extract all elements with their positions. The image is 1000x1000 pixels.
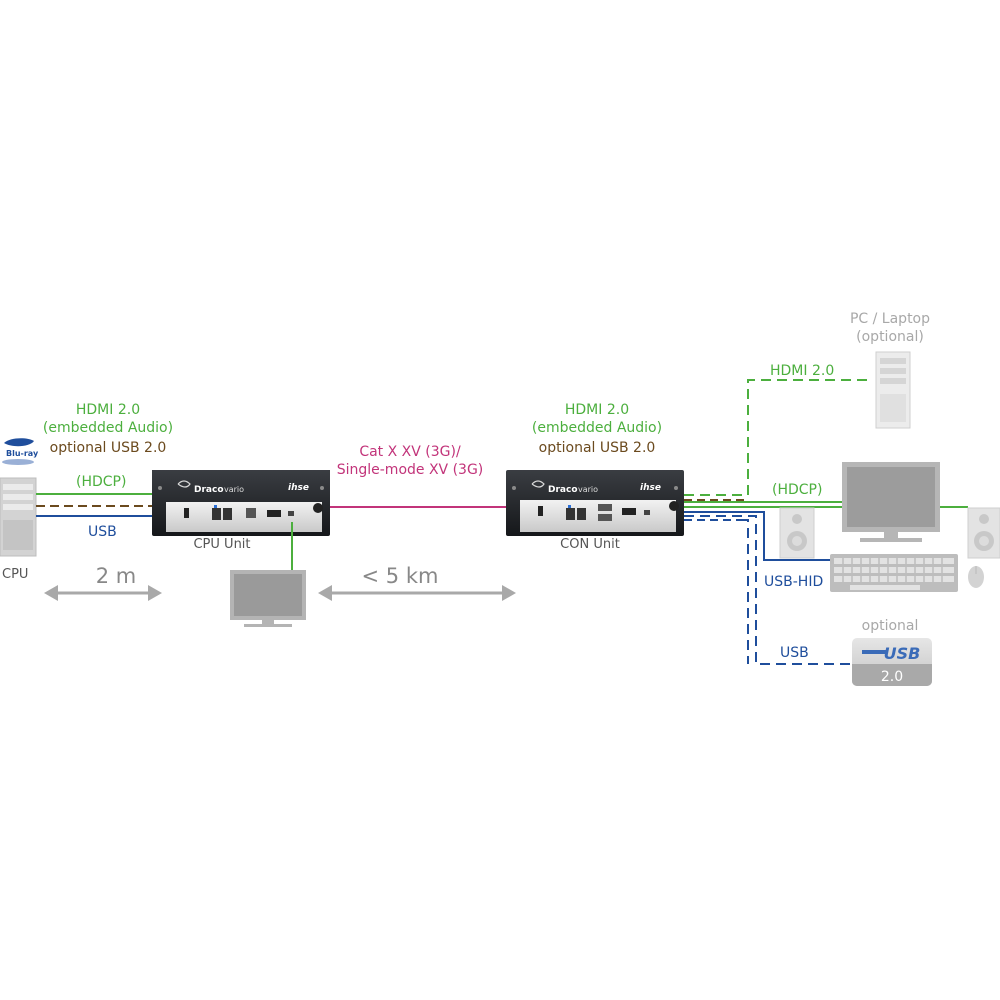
right-hdcp-label: (HDCP) bbox=[772, 482, 822, 498]
con-unit-brand: Draco bbox=[548, 485, 578, 495]
left-hdcp: (HDCP) bbox=[76, 474, 126, 490]
con-unit-brand-suffix: vario bbox=[578, 485, 598, 494]
speaker-left-icon bbox=[779, 507, 815, 559]
optional-hdmi-cable bbox=[684, 379, 870, 496]
cpu-unit-brand: Draco bbox=[194, 485, 224, 495]
local-monitor-icon bbox=[230, 570, 306, 627]
pc-label-line1: PC / Laptop bbox=[850, 311, 930, 327]
cpu-unit-maker: ihse bbox=[288, 483, 309, 493]
con-unit-label: CON Unit bbox=[560, 537, 620, 552]
left-usb: USB bbox=[88, 524, 117, 540]
pc-tower-icon bbox=[875, 351, 911, 429]
optional-usb-label: optional bbox=[862, 618, 919, 634]
con-embedded-audio: (embedded Audio) bbox=[532, 420, 662, 436]
link-medium-line2: Single-mode XV (3G) bbox=[337, 462, 484, 478]
usb-cable-dashed-a bbox=[684, 515, 852, 665]
mouse-icon bbox=[968, 566, 984, 588]
right-hdmi-label: HDMI 2.0 bbox=[770, 363, 834, 379]
cpu-tower-icon bbox=[0, 477, 37, 557]
right-usb-label: USB bbox=[780, 645, 809, 661]
left-embedded-audio: (embedded Audio) bbox=[43, 420, 173, 436]
link-medium-line1: Cat X XV (3G)/ bbox=[359, 444, 461, 460]
bluray-icon: Blu-ray bbox=[2, 438, 39, 465]
cpu-unit-device: Draco vario ihse bbox=[152, 470, 330, 536]
left-optional-usb: optional USB 2.0 bbox=[50, 440, 167, 456]
con-unit-maker: ihse bbox=[640, 483, 661, 493]
usb-version-text: 2.0 bbox=[881, 669, 903, 685]
distance-2m-label: 2 m bbox=[96, 564, 137, 588]
usb-logo-text: USB bbox=[884, 644, 921, 663]
cpu-unit-brand-suffix: vario bbox=[224, 485, 244, 494]
con-hdmi-title: HDMI 2.0 bbox=[565, 402, 629, 418]
usb-hid-cable bbox=[684, 511, 832, 561]
distance-arrow-5km bbox=[318, 585, 516, 601]
right-usb-hid-label: USB-HID bbox=[764, 574, 823, 590]
keyboard-icon bbox=[830, 554, 958, 592]
usb-cable-dashed-c bbox=[740, 519, 749, 664]
speaker-right-icon bbox=[967, 507, 1000, 559]
pc-label-line2: (optional) bbox=[856, 329, 924, 345]
usb-device-icon bbox=[852, 638, 932, 686]
distance-5km-label: < 5 km bbox=[362, 564, 439, 588]
cpu-label: CPU bbox=[2, 567, 28, 582]
cpu-unit-label: CPU Unit bbox=[193, 537, 250, 552]
con-optional-usb: optional USB 2.0 bbox=[539, 440, 656, 456]
svg-text:Blu-ray: Blu-ray bbox=[6, 449, 39, 458]
con-unit-device: Draco vario ihse bbox=[506, 470, 684, 536]
left-hdmi-title: HDMI 2.0 bbox=[76, 402, 140, 418]
monitor-icon bbox=[842, 462, 940, 542]
distance-arrow-2m bbox=[44, 585, 162, 601]
